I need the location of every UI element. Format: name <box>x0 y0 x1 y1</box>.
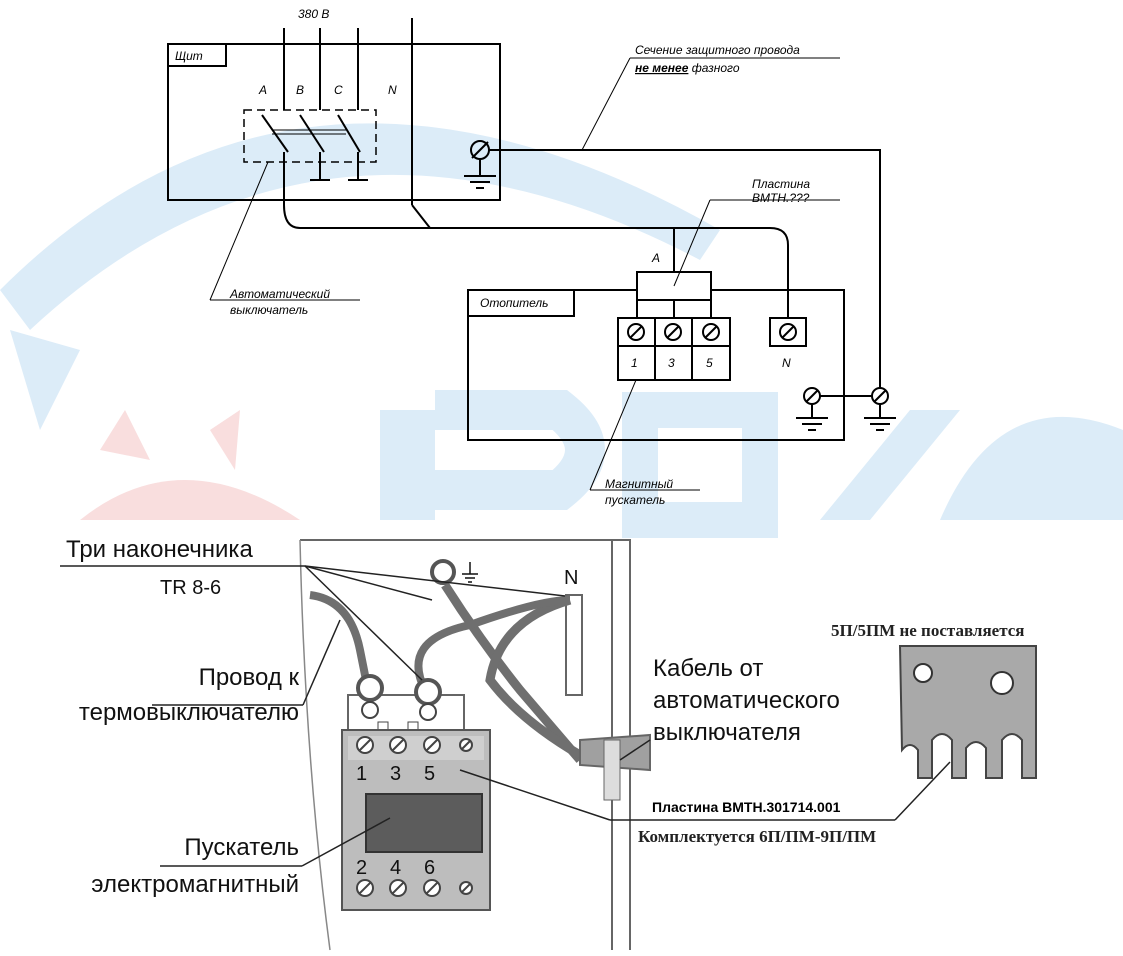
watermark-logo <box>0 123 1123 538</box>
breaker-dashed-box <box>243 109 377 163</box>
terminal-n-label: N <box>782 356 791 370</box>
voltage-label: 380 В <box>298 7 329 21</box>
heater-label: Отопитель <box>480 296 549 310</box>
cable-label-line3: выключателя <box>653 719 801 746</box>
schematic <box>167 18 896 491</box>
top-terminal-3: 3 <box>390 763 401 785</box>
contactor-window <box>365 793 483 853</box>
starter-terminal-block <box>617 317 731 381</box>
top-terminal-5: 5 <box>424 763 435 785</box>
breaker-label-line1: Автоматический <box>229 287 330 301</box>
plate-supplied: Комплектуется 6П/ПМ-9П/ПМ <box>638 827 876 846</box>
plate-name: Пластина ВМТН.301714.001 <box>652 799 841 815</box>
breaker-label-line2: выключатель <box>230 303 308 317</box>
lugs-label: Три наконечника <box>66 536 253 563</box>
installation-labels: Три наконечника TR 8-6 N Провод к термов… <box>66 536 1025 898</box>
wire-note-line1: Сечение защитного провода <box>635 43 800 57</box>
thermo-wire-label-line1: Провод к <box>199 664 300 691</box>
heater-ground-terminal <box>796 387 896 431</box>
panel-box <box>167 43 501 201</box>
plate-not-supplied: 5П/5ПМ не поставляется <box>831 621 1025 640</box>
wire-note-emphasis: не менее <box>635 61 689 75</box>
thermo-wire-label-line2: термовыключателю <box>79 699 299 726</box>
wire-note-tail: фазного <box>688 61 739 75</box>
bottom-terminal-2: 2 <box>356 857 367 879</box>
photo-neutral-label: N <box>564 567 578 589</box>
circuit-breaker <box>243 109 377 205</box>
neutral-terminal <box>769 317 807 347</box>
starter-label-line2: электромагнитный <box>91 871 299 898</box>
starter-schematic-line2: пускатель <box>605 493 665 507</box>
terminal-3-label: 3 <box>668 356 675 370</box>
neutral-post <box>565 594 583 696</box>
panel-label: Щит <box>175 49 203 63</box>
terminal-5-label: 5 <box>706 356 713 370</box>
ground-lug <box>430 559 478 585</box>
lug-ring-2 <box>414 678 442 706</box>
thermo-wire <box>309 591 374 701</box>
wire-note-line2: не менее фазного <box>635 61 740 75</box>
neutral-label: N <box>388 83 397 97</box>
bottom-terminal-6: 6 <box>424 857 435 879</box>
panel-tag <box>167 43 227 67</box>
terminal-1-label: 1 <box>631 356 638 370</box>
schematic-labels: 380 В Щит A B C N Сечение защитного пров… <box>175 7 810 507</box>
bottom-terminal-4: 4 <box>390 857 401 879</box>
plate-phase-label: A <box>651 251 660 265</box>
installation-drawing <box>60 539 1037 951</box>
plate-label-line2: ВМТН.??? <box>752 191 810 205</box>
phase-c-label: C <box>334 83 343 97</box>
starter-label-line1: Пускатель <box>184 834 299 861</box>
phase-b-label: B <box>296 83 304 97</box>
plate-label-line1: Пластина <box>752 177 810 191</box>
lugs-model: TR 8-6 <box>160 577 221 599</box>
cable-label-line2: автоматического <box>653 687 840 714</box>
starter-schematic-line1: Магнитный <box>605 477 673 491</box>
heater-tag <box>467 289 575 317</box>
cable-label-line1: Кабель от <box>653 655 763 682</box>
top-terminal-1: 1 <box>356 763 367 785</box>
phase-a-label: A <box>258 83 267 97</box>
lug-ring-1 <box>356 674 384 702</box>
contactor <box>341 729 491 911</box>
